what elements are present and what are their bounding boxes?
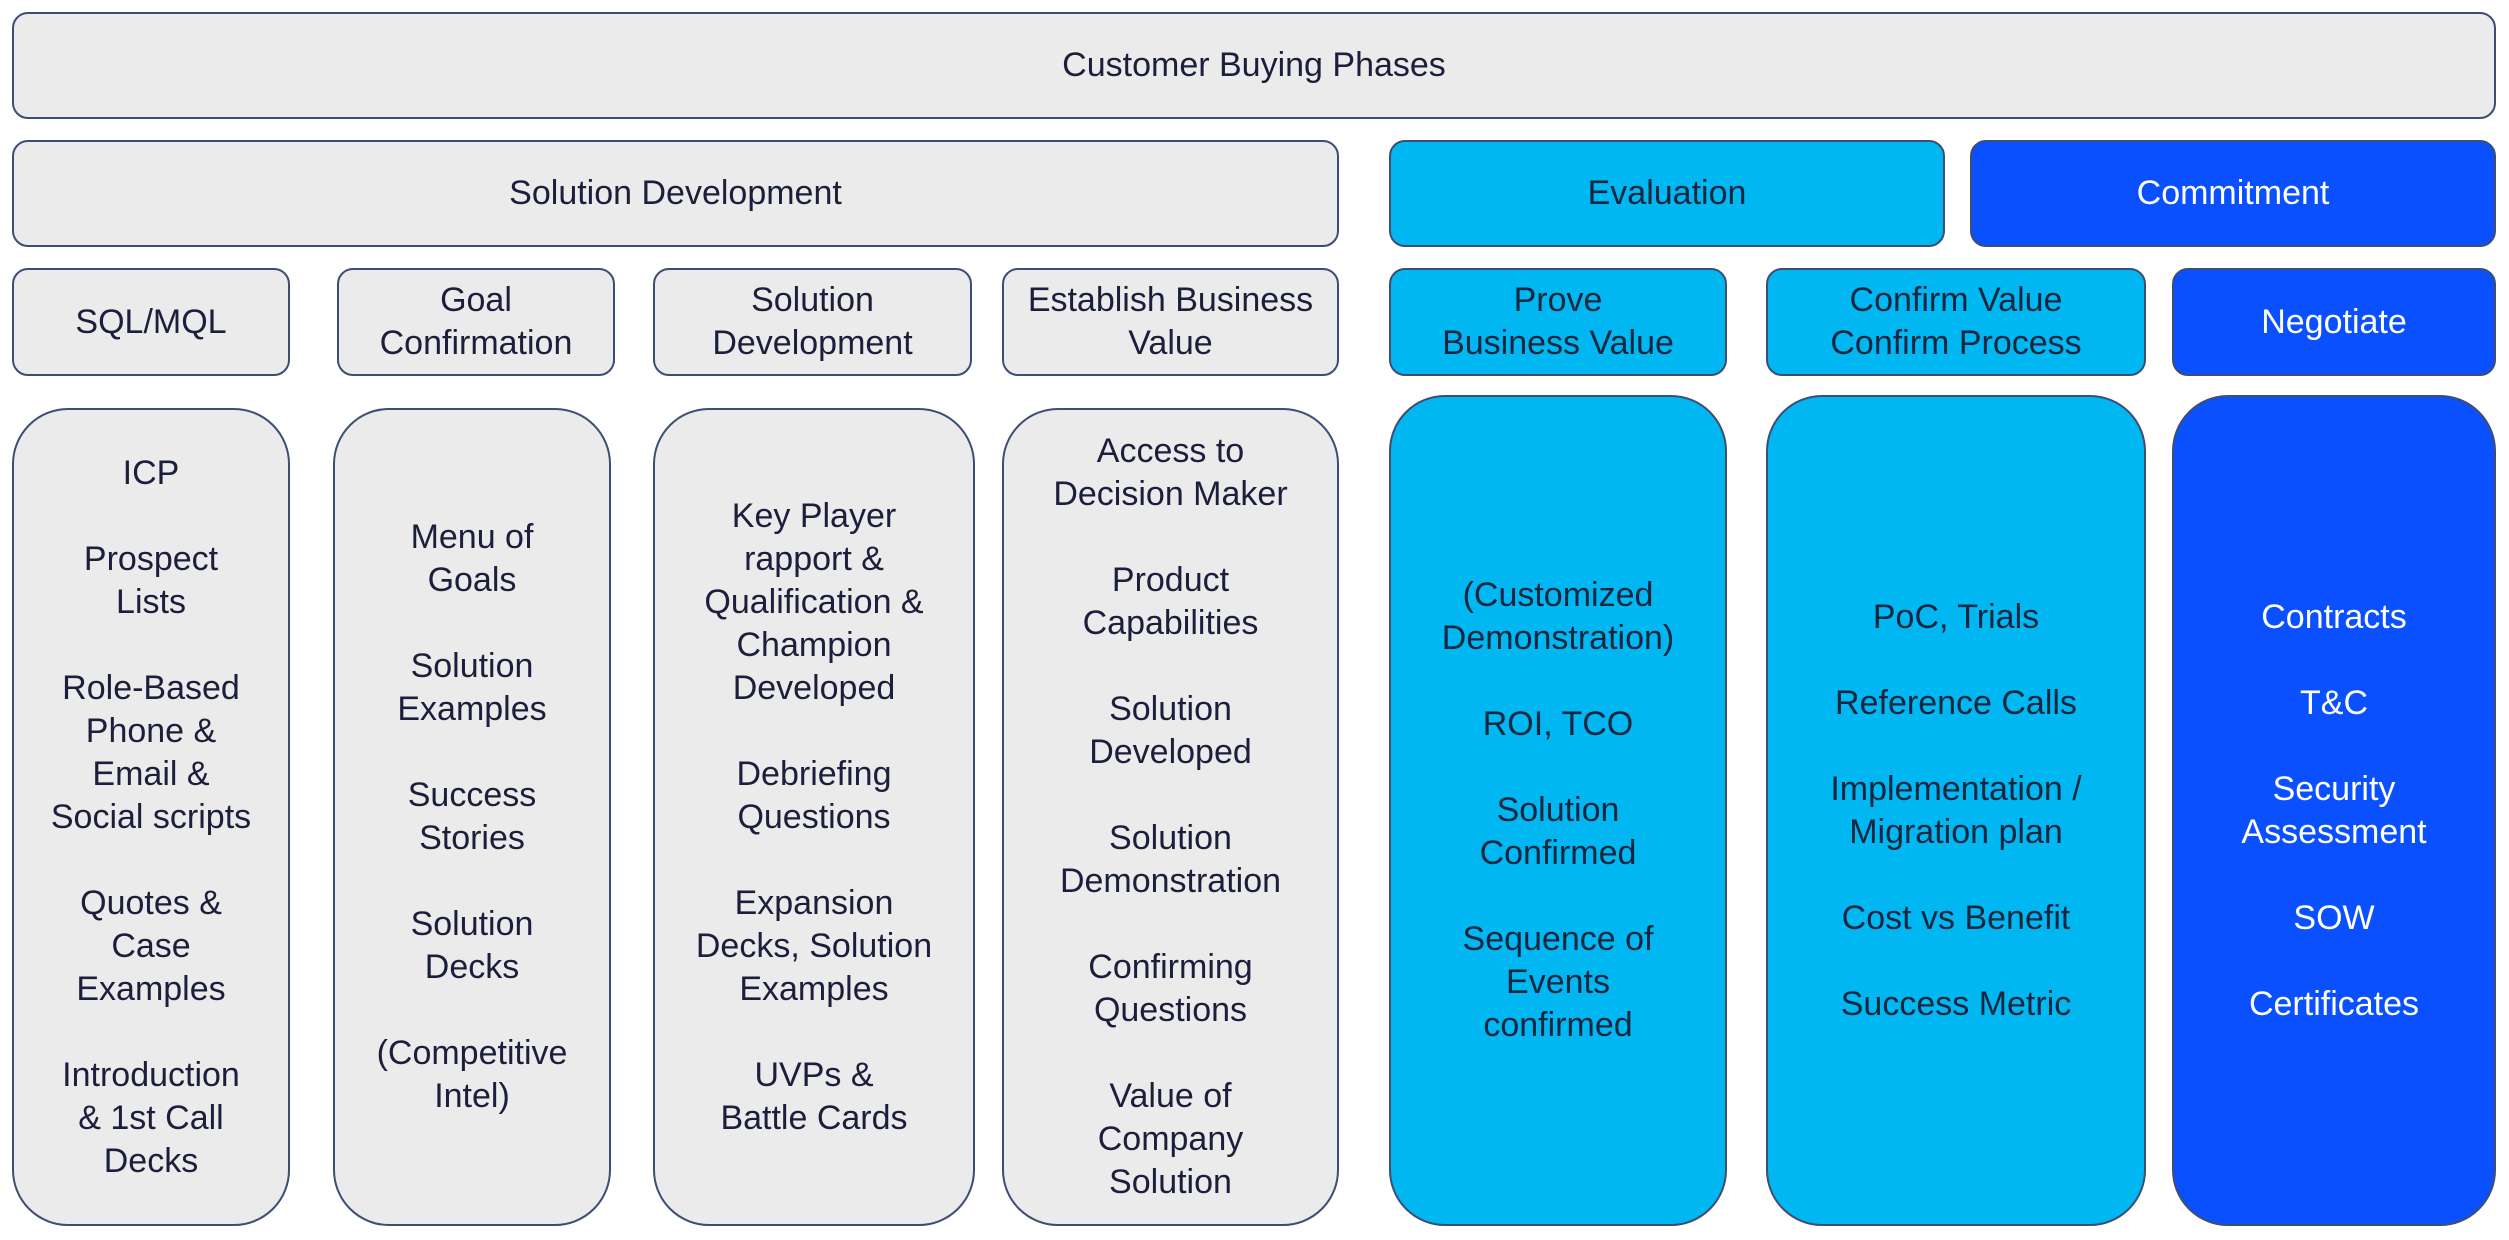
phase-label: Solution Development [509, 174, 842, 212]
list-item: Solution Demonstration [1059, 819, 1282, 900]
list-item: Product Capabilities [1082, 561, 1259, 642]
list-item: Solution Developed [1089, 690, 1252, 771]
list-item: Cost vs Benefit [1841, 898, 2071, 937]
phase-label: Commitment [2136, 174, 2330, 212]
list-item: (Customized Demonstration) [1441, 576, 1675, 657]
stage-label: Negotiate [2261, 302, 2407, 341]
list-item: Prospect Lists [83, 539, 219, 621]
stage-confirm-value-process: Confirm Value Confirm Process [1766, 268, 2146, 376]
stage-label: Solution Development [712, 281, 913, 362]
list-item: SOW [2293, 898, 2375, 937]
list-item: T&C [2300, 683, 2368, 722]
column-solution-development: Key Player rapport & Qualification & Cha… [653, 408, 975, 1226]
list-item: Contracts [2261, 597, 2407, 636]
list-item: PoC, Trials [1872, 597, 2040, 636]
stage-label: Establish Business Value [1027, 281, 1314, 362]
column-goal-confirmation: Menu of Goals Solution Examples Success … [333, 408, 611, 1226]
phase-commitment: Commitment [1970, 140, 2496, 247]
stage-sql-mql: SQL/MQL [12, 268, 290, 376]
list-item: UVPs & Battle Cards [720, 1055, 908, 1137]
list-item: Certificates [2248, 984, 2420, 1023]
stage-label: Confirm Value Confirm Process [1830, 281, 2082, 362]
stage-goal-confirmation: Goal Confirmation [337, 268, 615, 376]
list-item: Value of Company Solution [1097, 1077, 1244, 1201]
list-item: Role-Based Phone & Email & Social script… [50, 668, 252, 836]
customer-buying-phases-banner: Customer Buying Phases [12, 12, 2496, 119]
list-item: ROI, TCO [1482, 705, 1634, 743]
stage-label: Prove Business Value [1442, 281, 1674, 362]
list-item: Sequence of Events confirmed [1462, 920, 1654, 1044]
list-item: Implementation / Migration plan [1830, 769, 2082, 851]
list-item: Expansion Decks, Solution Examples [695, 883, 933, 1008]
phase-label: Evaluation [1587, 174, 1747, 212]
list-item: Introduction & 1st Call Decks [62, 1055, 240, 1180]
list-item: Reference Calls [1835, 683, 2077, 722]
list-item: Solution Examples [397, 647, 547, 728]
list-item: Solution Confirmed [1479, 791, 1637, 872]
phase-solution-development: Solution Development [12, 140, 1339, 247]
banner-title: Customer Buying Phases [1062, 46, 1446, 84]
list-item: Success Metric [1840, 984, 2072, 1023]
stage-label: SQL/MQL [75, 302, 227, 341]
list-item: Success Stories [407, 776, 537, 857]
stage-negotiate: Negotiate [2172, 268, 2496, 376]
column-negotiate: Contracts T&C Security Assessment SOW Ce… [2172, 395, 2496, 1226]
list-item: Menu of Goals [410, 518, 534, 599]
stage-establish-business-value: Establish Business Value [1002, 268, 1339, 376]
list-item: ICP [122, 453, 180, 492]
list-item: Confirming Questions [1088, 948, 1253, 1029]
column-prove-business-value: (Customized Demonstration) ROI, TCO Solu… [1389, 395, 1727, 1226]
phase-evaluation: Evaluation [1389, 140, 1945, 247]
stage-label: Goal Confirmation [379, 281, 573, 362]
list-item: Access to Decision Maker [1053, 432, 1288, 513]
column-sql-mql: ICP Prospect Lists Role-Based Phone & Em… [12, 408, 290, 1226]
stage-solution-development: Solution Development [653, 268, 972, 376]
stage-prove-business-value: Prove Business Value [1389, 268, 1727, 376]
list-item: Quotes & Case Examples [76, 883, 226, 1008]
column-establish-business-value: Access to Decision Maker Product Capabil… [1002, 408, 1339, 1226]
list-item: Debriefing Questions [736, 754, 892, 836]
list-item: Key Player rapport & Qualification & Cha… [704, 496, 924, 707]
list-item: Security Assessment [2241, 769, 2427, 851]
column-confirm-value-process: PoC, Trials Reference Calls Implementati… [1766, 395, 2146, 1226]
list-item: Solution Decks [410, 905, 534, 986]
list-item: (Competitive Intel) [376, 1034, 568, 1115]
